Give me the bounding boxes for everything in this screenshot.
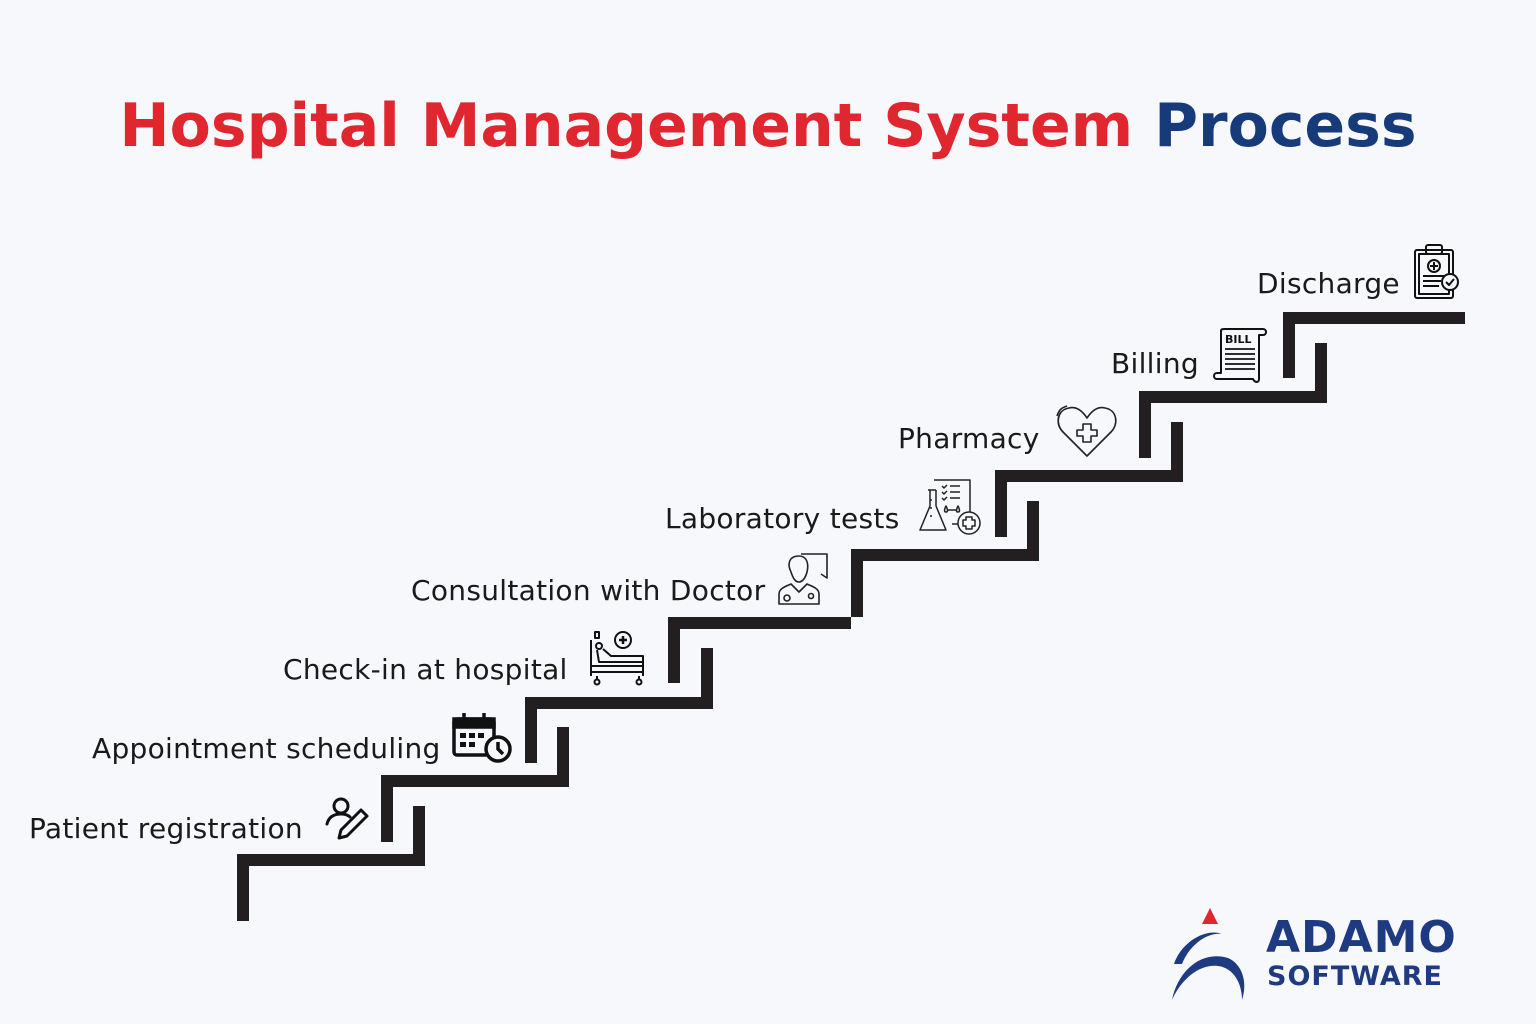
calendar-clock-icon [452,711,514,763]
step-3-post [525,697,537,763]
step-5-riser [1027,501,1039,561]
heart-cross-icon [1055,402,1121,460]
step-label-check-in: Check-in at hospital [283,653,568,686]
hospital-bed-icon [589,630,647,688]
step-3-tread [525,697,713,709]
step-1-tread [237,854,425,866]
step-4-tread [668,617,851,629]
step-label-discharge: Discharge [1257,267,1400,300]
step-5-post [851,549,863,617]
step-label-patient-registration: Patient registration [29,812,303,845]
doctor-chat-icon [777,548,831,606]
title-main: Hospital Management System [119,91,1134,161]
title-accent: Process [1154,91,1417,161]
step-2-tread [381,775,569,787]
logo-subtitle: SOFTWARE [1267,961,1443,992]
logo-mark-icon [1172,908,1245,1000]
step-5-tread [851,549,1039,561]
step-1-riser [413,806,425,866]
step-label-appointment-scheduling: Appointment scheduling [92,732,441,765]
svg-text:BILL: BILL [1225,333,1252,346]
step-3-riser [701,648,713,709]
step-8-tread [1283,312,1465,324]
step-7-riser [1315,343,1327,403]
step-6-riser [1171,422,1183,482]
step-8-post [1283,312,1295,378]
step-label-consultation: Consultation with Doctor [411,574,766,607]
clipboard-check-icon [1413,242,1461,302]
user-edit-icon [323,794,371,842]
step-7-tread [1139,391,1327,403]
step-6-tread [995,470,1183,482]
bill-receipt-icon: BILL [1213,327,1269,385]
step-label-pharmacy: Pharmacy [898,422,1040,455]
step-7-post [1139,391,1151,458]
step-6-post [995,470,1007,537]
step-4-post [668,617,680,683]
lab-flask-icon [918,478,984,536]
page-title: Hospital Management System Process [0,86,1536,166]
step-label-laboratory-tests: Laboratory tests [665,502,900,535]
step-1-post [237,854,249,921]
adamo-software-logo: ADAMO SOFTWARE [1168,906,1508,1006]
logo-name: ADAMO [1266,912,1457,963]
step-label-billing: Billing [1111,347,1199,380]
step-2-riser [557,727,569,787]
step-2-post [381,775,393,842]
